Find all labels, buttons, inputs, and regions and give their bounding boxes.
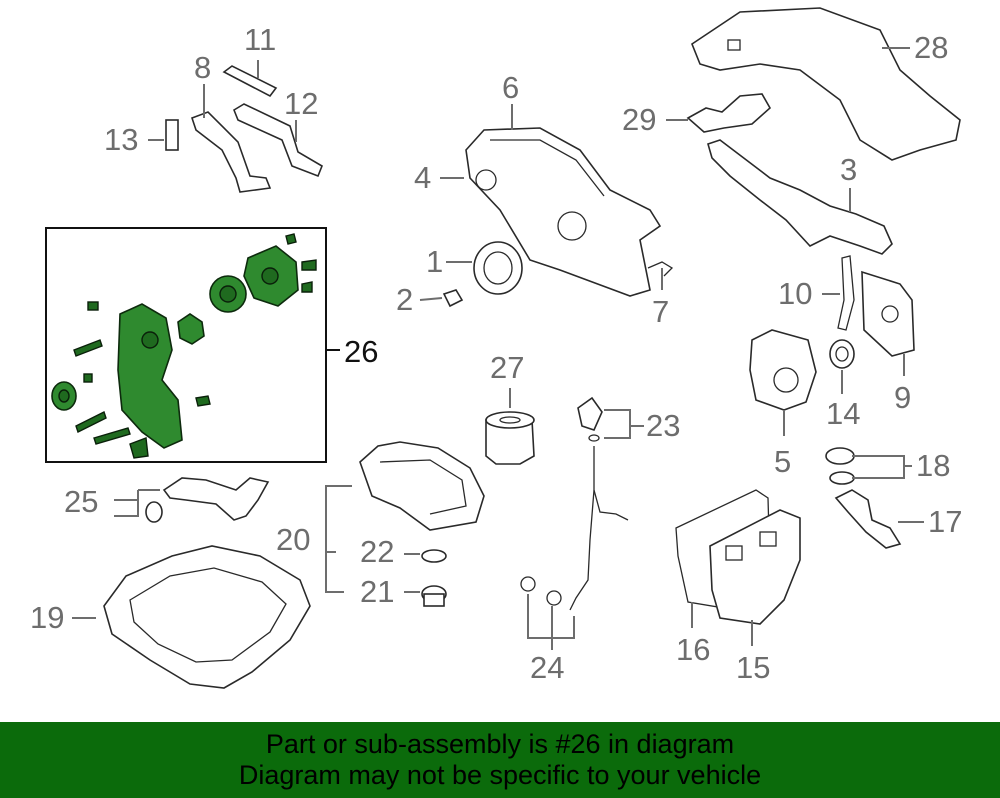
- callout-6: 6: [502, 70, 519, 105]
- part-26-oil-pump-assembly: [51, 233, 317, 459]
- callout-11: 11: [244, 22, 276, 57]
- part-24-dipstick-tube: [520, 446, 629, 611]
- part-8-chain-guide: [190, 111, 272, 193]
- part-22-gasket: [421, 549, 447, 563]
- disclaimer-banner: Part or sub-assembly is #26 in diagram D…: [0, 722, 1000, 798]
- callout-19: 19: [30, 600, 64, 635]
- part-4-timing-cover: [465, 127, 662, 297]
- callout-14: 14: [826, 396, 860, 431]
- part-23-dipstick-handle: [577, 396, 603, 442]
- callout-23: 23: [646, 408, 680, 443]
- part-28-intake-manifold: [691, 7, 961, 161]
- callout-5: 5: [774, 444, 791, 479]
- callout-9: 9: [894, 380, 911, 415]
- callout-13: 13: [104, 122, 138, 157]
- callout-26: 26: [344, 334, 378, 369]
- part-14-seal: [829, 339, 855, 369]
- part-1-pulley: [473, 241, 523, 295]
- callout-15: 15: [736, 650, 770, 685]
- part-3-belt: [707, 139, 893, 255]
- callout-1: 1: [426, 244, 443, 279]
- callout-8: 8: [194, 50, 211, 85]
- banner-line-1: Part or sub-assembly is #26 in diagram: [265, 729, 735, 759]
- callout-25: 25: [64, 484, 98, 519]
- part-15-valve-cover: [709, 509, 801, 625]
- parts-diagram: 11 8 12 13 6 4 1 2 7 28 29 3 10 9 14 5 1…: [30, 7, 962, 689]
- part-10-seal-strip: [837, 255, 855, 331]
- callout-12: 12: [284, 86, 318, 121]
- callout-numbers: 11 8 12 13 6 4 1 2 7 28 29 3 10 9 14 5 1…: [30, 22, 962, 685]
- part-7-clip: [647, 261, 674, 277]
- callout-16: 16: [676, 632, 710, 667]
- callout-7: 7: [652, 294, 669, 329]
- part-19-oil-pan-lower: [103, 545, 311, 689]
- callout-29: 29: [622, 102, 656, 137]
- part-9-back-plate: [861, 270, 915, 357]
- part-21-drain-plug: [421, 585, 447, 607]
- callout-20: 20: [276, 522, 310, 557]
- callout-3: 3: [840, 152, 857, 187]
- part-27-oil-filter: [485, 411, 535, 465]
- callout-17: 17: [928, 504, 962, 539]
- callout-21: 21: [360, 574, 394, 609]
- part-12-chain-guide: [233, 103, 323, 178]
- callout-10: 10: [778, 276, 812, 311]
- part-18-cap: [825, 447, 855, 485]
- callout-2: 2: [396, 282, 413, 317]
- part-20-oil-pan-upper: [359, 441, 485, 531]
- callout-27: 27: [490, 350, 524, 385]
- callout-4: 4: [414, 160, 431, 195]
- callout-22: 22: [360, 534, 394, 569]
- part-11-guide-strip: [222, 65, 278, 98]
- callout-28: 28: [914, 30, 948, 65]
- part-2-bolt: [442, 289, 464, 308]
- banner-line-2: Diagram may not be specific to your vehi…: [238, 760, 762, 790]
- part-17-pipe: [834, 489, 902, 549]
- part-5-cover-plate: [749, 329, 817, 411]
- callout-18: 18: [916, 448, 950, 483]
- part-29-gasket: [686, 93, 772, 133]
- leader-lines: [72, 47, 924, 650]
- part-25-oil-strainer: [145, 477, 270, 523]
- callout-24: 24: [530, 650, 564, 685]
- part-13-block: [165, 119, 179, 151]
